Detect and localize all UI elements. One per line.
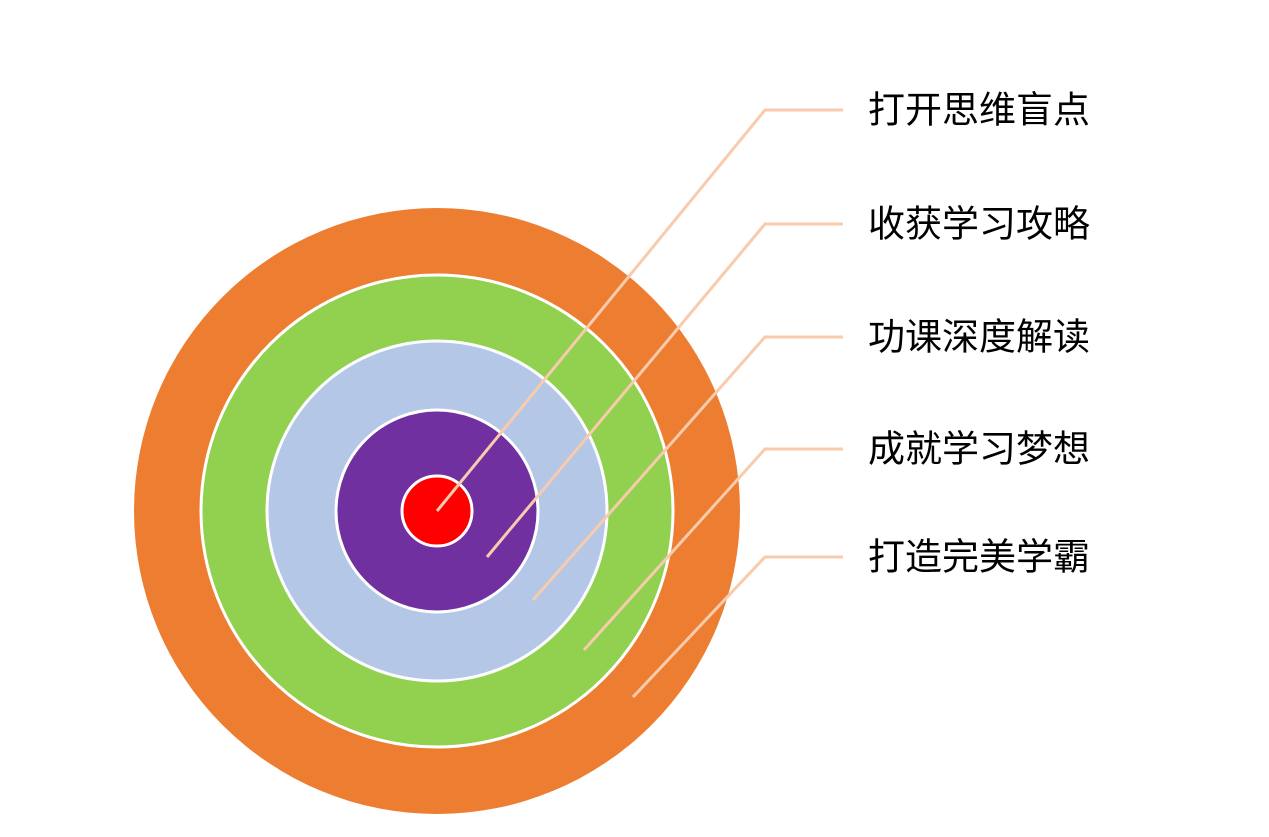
leader-line-2 [485,222,843,558]
label-ring-5: 打造完美学霸 [868,535,1090,579]
label-ring-2: 收获学习攻略 [868,202,1090,246]
leader-line-5 [631,555,843,699]
leader-line-3 [531,335,843,601]
label-ring-3: 功课深度解读 [868,315,1090,359]
leader-line-1 [435,108,843,512]
leader-line-4 [582,447,843,652]
label-ring-4: 成就学习梦想 [868,427,1090,471]
label-ring-1: 打开思维盲点 [868,88,1090,132]
